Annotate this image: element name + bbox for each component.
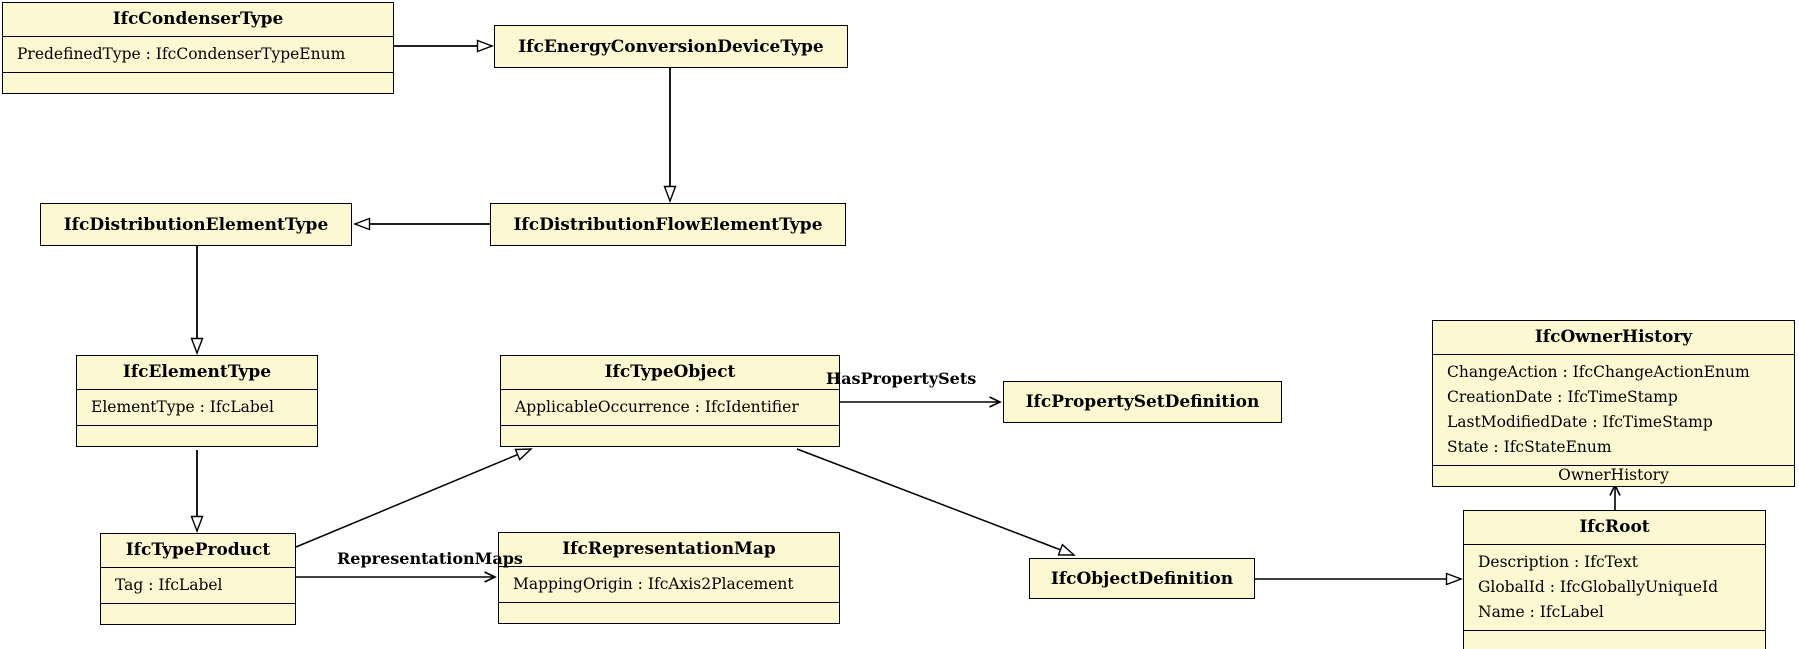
class-name: IfcDistributionFlowElementType	[513, 214, 823, 235]
association-role-label-ownerhistory: OwnerHistory	[1433, 465, 1794, 486]
class-name: IfcObjectDefinition	[1050, 568, 1234, 589]
class-box-ifccondensertype: IfcCondenserType PredefinedType : IfcCon…	[2, 2, 394, 94]
association-label-haspropertysets: HasPropertySets	[826, 369, 977, 388]
class-attributes: ElementType : IfcLabel	[77, 389, 317, 425]
class-attributes: PredefinedType : IfcCondenserTypeEnum	[3, 36, 393, 72]
class-attributes: MappingOrigin : IfcAxis2Placement	[499, 566, 839, 602]
class-name: IfcElementType	[122, 362, 272, 382]
class-attributes: Description : IfcText GlobalId : IfcGlob…	[1464, 544, 1765, 630]
class-attribute: ChangeAction : IfcChangeActionEnum	[1447, 363, 1750, 381]
class-box-ifcdistributionflowelementtype: IfcDistributionFlowElementType	[490, 203, 846, 246]
class-attribute: ApplicableOccurrence : IfcIdentifier	[515, 398, 799, 416]
class-box-ifcdistributionelementtype: IfcDistributionElementType	[40, 203, 352, 246]
class-box-ifctypeproduct: IfcTypeProduct Tag : IfcLabel	[100, 533, 296, 625]
class-name: IfcRoot	[1579, 517, 1650, 537]
class-attribute: Tag : IfcLabel	[115, 576, 223, 594]
class-name: IfcRepresentationMap	[562, 539, 776, 559]
class-name: IfcEnergyConversionDeviceType	[518, 36, 824, 57]
class-box-ifctypeobject: IfcTypeObject ApplicableOccurrence : Ifc…	[500, 355, 840, 447]
class-empty-compartment	[499, 602, 839, 623]
class-name: IfcTypeProduct	[125, 540, 271, 560]
class-box-ifcelementtype: IfcElementType ElementType : IfcLabel	[76, 355, 318, 447]
class-attribute: MappingOrigin : IfcAxis2Placement	[513, 575, 794, 593]
class-attribute: LastModifiedDate : IfcTimeStamp	[1447, 413, 1713, 431]
class-empty-compartment	[101, 603, 295, 624]
class-box-ifcownerhistory: IfcOwnerHistory ChangeAction : IfcChange…	[1432, 320, 1795, 487]
class-name: IfcOwnerHistory	[1534, 327, 1693, 347]
class-box-ifcrepresentationmap: IfcRepresentationMap MappingOrigin : Ifc…	[498, 532, 840, 624]
class-empty-compartment	[3, 72, 393, 93]
class-empty-compartment	[77, 425, 317, 446]
class-name: IfcPropertySetDefinition	[1025, 392, 1260, 412]
class-attribute: State : IfcStateEnum	[1447, 438, 1612, 456]
class-box-ifcroot: IfcRoot Description : IfcText GlobalId :…	[1463, 510, 1766, 649]
class-box-ifcobjectdefinition: IfcObjectDefinition	[1029, 558, 1255, 599]
class-box-ifcenergyconversiondevicetype: IfcEnergyConversionDeviceType	[494, 25, 848, 68]
class-attribute: Name : IfcLabel	[1478, 603, 1604, 621]
class-attributes: ChangeAction : IfcChangeActionEnum Creat…	[1433, 354, 1794, 465]
class-name: IfcTypeObject	[604, 362, 736, 382]
class-name: IfcCondenserType	[112, 9, 284, 29]
class-empty-compartment	[501, 425, 839, 446]
edge-typeproduct-to-typeobject	[295, 449, 531, 548]
class-attribute: CreationDate : IfcTimeStamp	[1447, 388, 1678, 406]
class-attribute: GlobalId : IfcGloballyUniqueId	[1478, 578, 1719, 596]
class-attribute: PredefinedType : IfcCondenserTypeEnum	[17, 45, 346, 63]
class-empty-compartment	[1464, 630, 1765, 649]
class-box-ifcpropertysetdefinition: IfcPropertySetDefinition	[1003, 381, 1282, 423]
class-attributes: Tag : IfcLabel	[101, 567, 295, 603]
association-label-representationmaps: RepresentationMaps	[337, 549, 523, 568]
class-attribute: Description : IfcText	[1478, 553, 1638, 571]
class-attributes: ApplicableOccurrence : IfcIdentifier	[501, 389, 839, 425]
class-name: IfcDistributionElementType	[63, 214, 329, 235]
class-attribute: ElementType : IfcLabel	[91, 398, 274, 416]
